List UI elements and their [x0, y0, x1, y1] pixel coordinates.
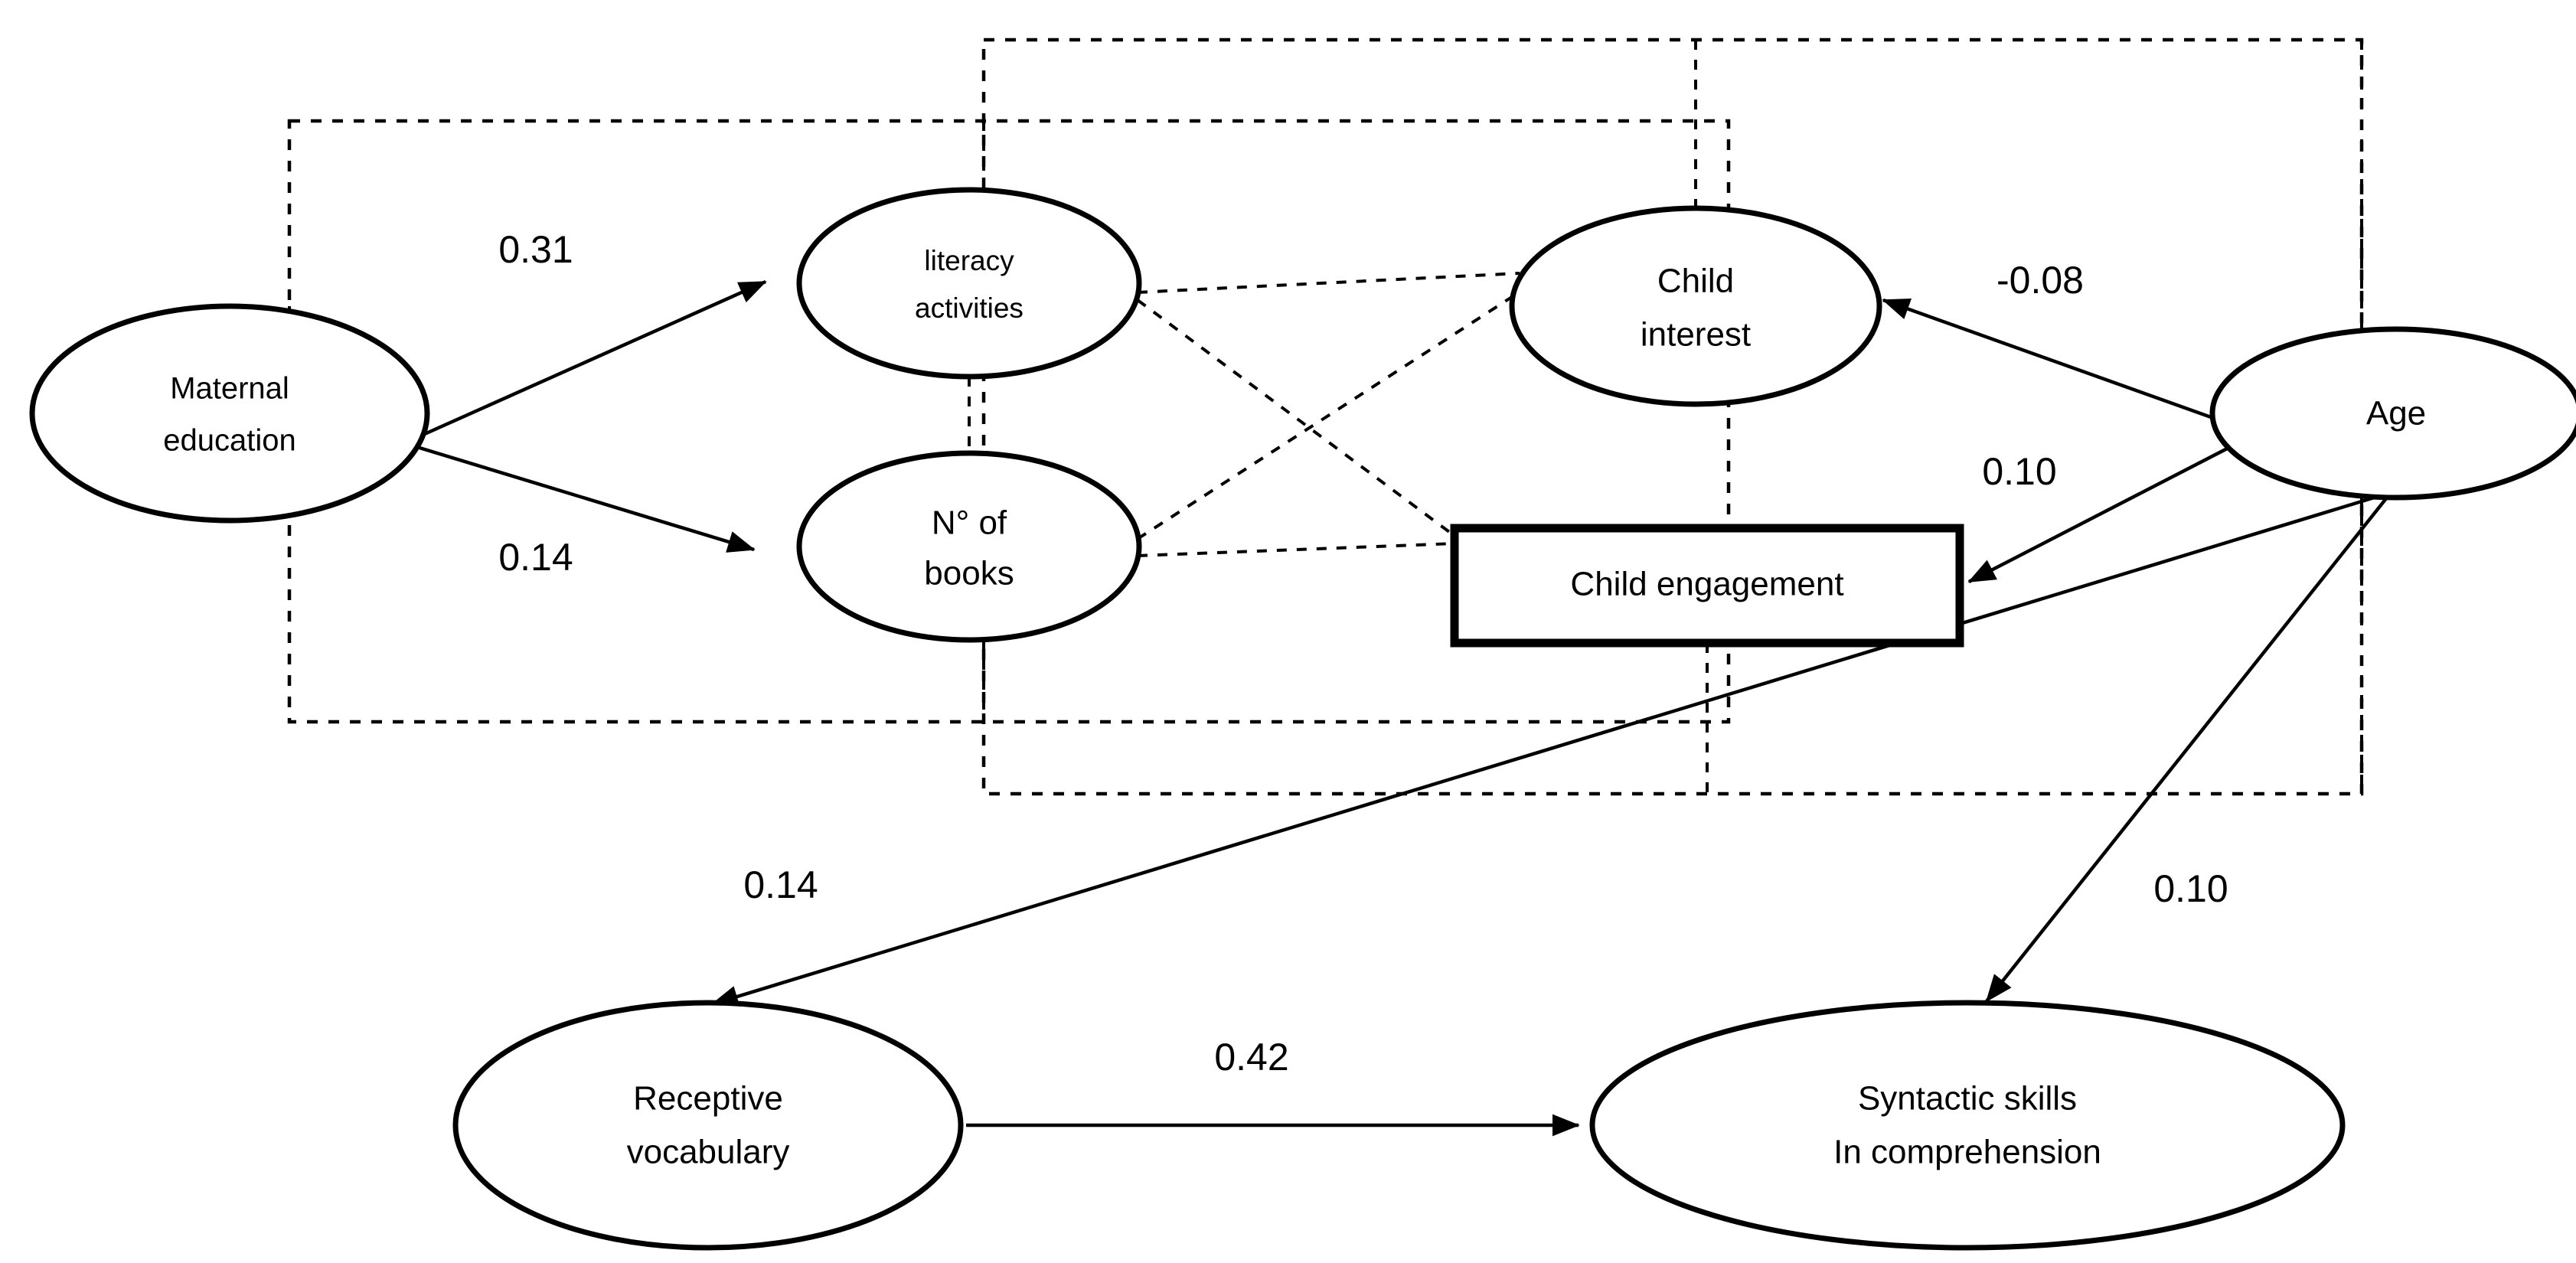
cov-link-literacy-engagement: [1136, 299, 1456, 537]
node-age[interactable]: Age: [2209, 326, 2576, 501]
literacy-activities-label-line2: activities: [915, 292, 1024, 324]
child-interest-ellipse[interactable]: [1509, 205, 1882, 407]
arrow-age-to-interest: [1882, 298, 2244, 431]
coef-age-to-engagement: 0.10: [1982, 450, 2056, 493]
cov-link-books-engagement: [1137, 542, 1455, 557]
coef-age-to-receptive: 0.14: [743, 863, 818, 906]
cov-link-books-interest: [1136, 286, 1529, 540]
literacy-activities-label-line1: literacy: [924, 245, 1014, 276]
arrow-maternal-to-books: [419, 445, 756, 553]
node-maternal-education[interactable]: Maternal education: [29, 303, 430, 524]
cov-link-literacy-interest: [1137, 272, 1520, 294]
node-child-engagement[interactable]: Child engagement: [1450, 524, 1964, 648]
coef-maternal-to-books: 0.14: [498, 536, 573, 579]
child-engagement-rect[interactable]: [1450, 524, 1964, 648]
literacy-activities-ellipse[interactable]: [796, 187, 1142, 380]
arrow-age-to-engagement: [1967, 431, 2260, 583]
arrow-age-to-receptive: [710, 494, 2380, 1007]
receptive-vocabulary-ellipse[interactable]: [452, 1000, 964, 1251]
child-engagement-label: Child engagement: [1570, 566, 1843, 603]
syntactic-skills-label-line2: In comprehension: [1833, 1134, 2101, 1171]
child-interest-label-line2: interest: [1641, 316, 1751, 354]
syntactic-skills-label-line1: Syntactic skills: [1858, 1080, 2077, 1118]
arrow-maternal-to-literacy: [419, 279, 767, 439]
node-syntactic-skills[interactable]: Syntactic skills In comprehension: [1589, 1000, 2346, 1251]
node-literacy-activities[interactable]: literacy activities: [796, 187, 1142, 380]
node-n-of-books[interactable]: N° of books: [796, 450, 1142, 643]
node-receptive-vocabulary[interactable]: Receptive vocabulary: [452, 1000, 964, 1251]
coef-receptive-to-syntactic: 0.42: [1214, 1036, 1288, 1079]
n-of-books-label-line1: N° of: [932, 504, 1007, 542]
maternal-education-label-line1: Maternal: [170, 372, 289, 406]
coef-maternal-to-literacy: 0.31: [498, 228, 573, 271]
syntactic-skills-ellipse[interactable]: [1589, 1000, 2346, 1251]
coef-age-to-syntactic: 0.10: [2153, 867, 2228, 910]
child-interest-label-line1: Child: [1657, 263, 1734, 300]
age-ellipse[interactable]: [2209, 326, 2576, 501]
coef-age-to-interest: -0.08: [1996, 259, 2084, 302]
n-of-books-label-line2: books: [924, 555, 1014, 592]
maternal-education-ellipse[interactable]: [29, 303, 430, 524]
receptive-vocabulary-label-line1: Receptive: [633, 1080, 783, 1118]
age-label: Age: [2366, 395, 2426, 432]
node-child-interest[interactable]: Child interest: [1509, 205, 1882, 407]
receptive-vocabulary-label-line2: vocabulary: [627, 1134, 790, 1171]
arrow-age-to-syntactic: [1985, 496, 2388, 1003]
n-of-books-ellipse[interactable]: [796, 450, 1142, 643]
maternal-education-label-line2: education: [163, 424, 295, 458]
group-box-inner: [981, 38, 2364, 796]
